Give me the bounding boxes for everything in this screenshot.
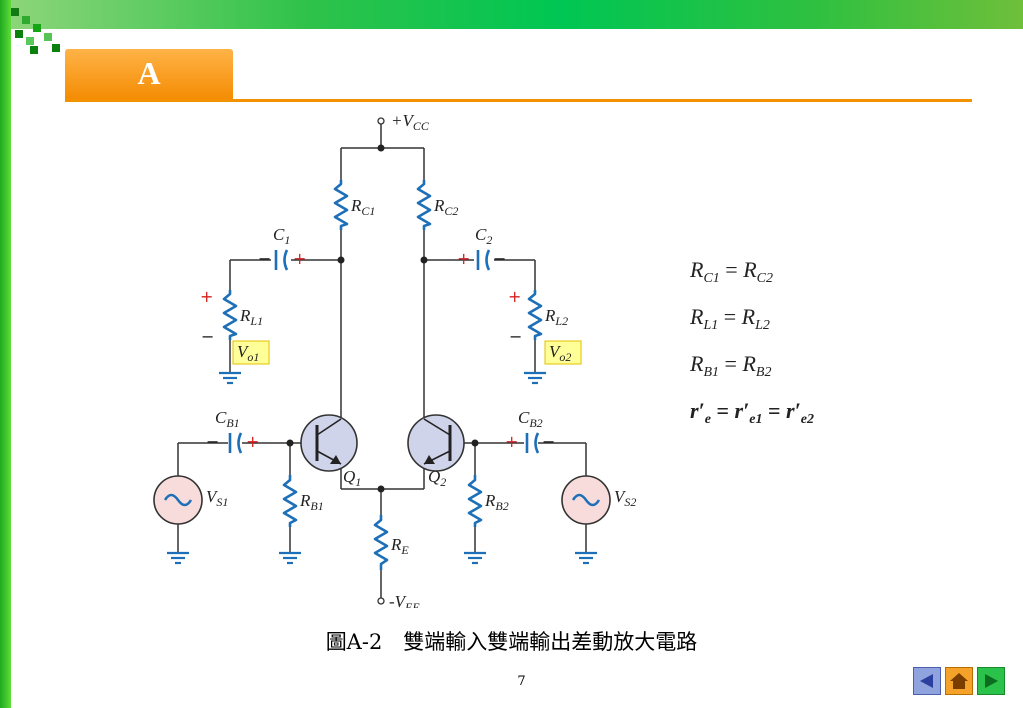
junction-dot <box>420 256 428 264</box>
vee-terminal <box>377 597 385 605</box>
page-number: 7 <box>517 674 526 689</box>
ground-icon <box>464 551 486 565</box>
resistor-rl2 <box>527 290 543 340</box>
polarity-plus: + <box>200 287 213 306</box>
resistor-rc2 <box>416 180 432 230</box>
capacitor-c1 <box>274 249 289 271</box>
home-button[interactable] <box>945 667 973 695</box>
ground-icon <box>167 551 189 565</box>
junction-dot <box>471 439 479 447</box>
junction-dot <box>377 485 385 493</box>
ground-icon <box>575 551 597 565</box>
polarity-minus: − <box>206 432 219 451</box>
capacitor-cb1 <box>228 432 243 454</box>
vs1-label: VS1 <box>206 487 228 509</box>
vcc-terminal <box>377 117 385 125</box>
polarity-plus: + <box>508 287 521 306</box>
vo1-label: Vo1 <box>237 342 259 364</box>
home-icon <box>950 673 968 689</box>
c2-label: C2 <box>475 225 492 247</box>
right-triangle-icon <box>985 674 998 688</box>
c1-label: C1 <box>273 225 290 247</box>
transistor-q2 <box>407 414 465 472</box>
cb2-label: CB2 <box>518 408 543 430</box>
left-triangle-icon <box>920 674 933 688</box>
polarity-plus: + <box>246 432 259 451</box>
previous-slide-button[interactable] <box>913 667 941 695</box>
vo1-highlight <box>232 340 270 365</box>
resistor-rb2 <box>467 475 483 527</box>
resistor-rb1 <box>282 475 298 527</box>
junction-dot <box>286 439 294 447</box>
vcc-label: +VCC <box>391 111 430 133</box>
section-tab: A <box>65 49 233 102</box>
polarity-minus: − <box>509 327 522 346</box>
cb1-label: CB1 <box>215 408 240 430</box>
section-letter: A <box>137 55 161 91</box>
next-slide-button[interactable] <box>977 667 1005 695</box>
rb2-label: RB2 <box>484 491 509 513</box>
resistor-rc1 <box>333 180 349 230</box>
q2-label: Q2 <box>428 467 446 489</box>
ground-icon <box>524 371 546 385</box>
q1-label: Q1 <box>343 467 361 489</box>
equation-rc: RC1 = RC2 <box>689 257 773 286</box>
ac-source-vs1 <box>153 475 203 525</box>
vo2-highlight <box>544 340 582 365</box>
polarity-plus: + <box>457 249 470 268</box>
rb1-label: RB1 <box>299 491 324 513</box>
polarity-plus: + <box>293 249 306 268</box>
re-label: RE <box>390 535 409 557</box>
polarity-minus: − <box>493 249 506 268</box>
equation-rb: RB1 = RB2 <box>689 351 771 380</box>
resistor-rl1 <box>222 290 238 340</box>
rc1-label: RC1 <box>350 196 375 218</box>
polarity-minus: − <box>542 432 555 451</box>
rl2-label: RL2 <box>544 306 568 328</box>
junction-dot <box>337 256 345 264</box>
transistor-q1 <box>300 414 358 472</box>
polarity-minus: − <box>258 249 271 268</box>
vee-label: -VEE <box>389 592 420 608</box>
left-banner <box>0 0 11 708</box>
ground-icon <box>219 371 241 385</box>
ac-source-vs2 <box>561 475 611 525</box>
title-rule <box>65 99 972 102</box>
rc2-label: RC2 <box>433 196 458 218</box>
polarity-plus: + <box>505 432 518 451</box>
resistor-re <box>373 515 389 570</box>
top-banner <box>0 0 1023 29</box>
figure-caption: 圖A-2 雙端輸入雙端輸出差動放大電路 <box>325 630 698 654</box>
equation-re: r′e = r′e1 = r′e2 <box>690 398 814 427</box>
vs2-label: VS2 <box>614 487 636 509</box>
vo2-label: Vo2 <box>549 342 571 364</box>
polarity-minus: − <box>201 327 214 346</box>
capacitor-cb2 <box>525 432 540 454</box>
equation-rl: RL1 = RL2 <box>689 304 770 333</box>
rl1-label: RL1 <box>239 306 263 328</box>
junction-dot <box>377 144 385 152</box>
differential-amplifier-circuit: +VCC -VEE RC1 RC2 C1 C2 RL1 RL2 Vo1 Vo2 … <box>153 111 814 608</box>
capacitor-c2 <box>476 249 491 271</box>
ground-icon <box>279 551 301 565</box>
